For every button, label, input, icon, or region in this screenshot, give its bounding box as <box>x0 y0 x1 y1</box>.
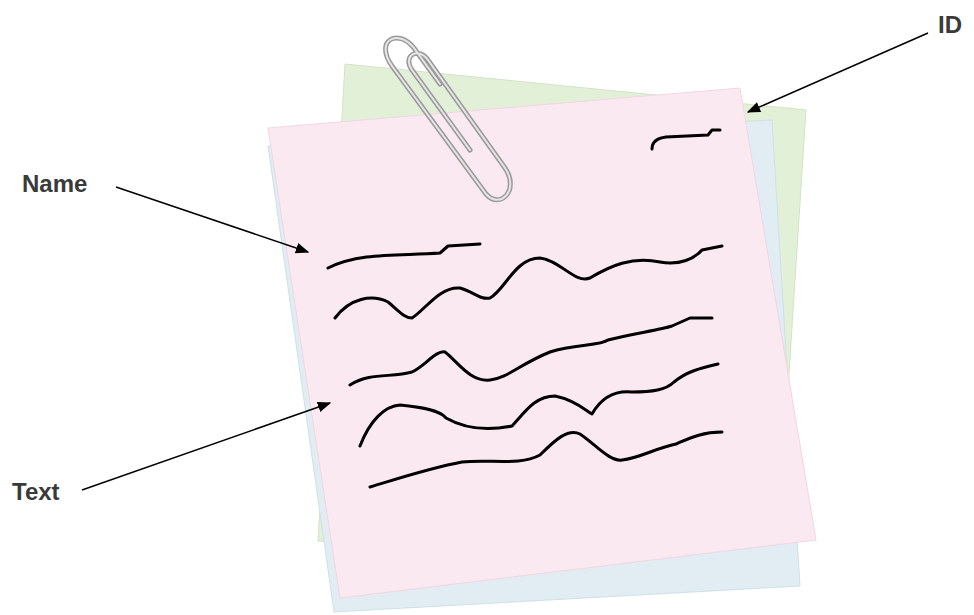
pink-note <box>268 88 816 598</box>
callout-label: ID <box>938 13 962 37</box>
leader-line <box>116 187 308 252</box>
leader-line <box>748 33 928 112</box>
callout-label: Text <box>12 480 60 504</box>
callout-label: Name <box>22 172 87 196</box>
leader-lines <box>82 33 928 490</box>
handwriting-scribble <box>328 130 722 487</box>
paperclip <box>386 38 511 200</box>
leader-line <box>82 403 330 490</box>
